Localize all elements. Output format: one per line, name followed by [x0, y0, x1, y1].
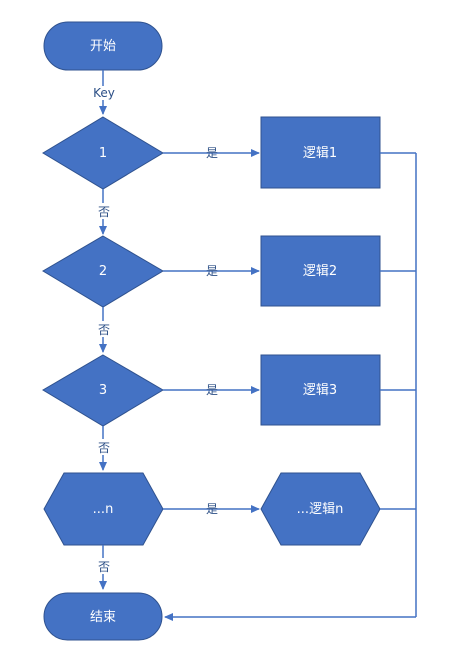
start-label: 开始 [90, 39, 116, 54]
edge-decision-1-yes: 是 [163, 146, 260, 160]
end-label: 结束 [90, 610, 116, 625]
end-node: 结束 [43, 592, 163, 641]
decision-1-label: 1 [99, 146, 107, 161]
edge-decision-2-yes: 是 [163, 264, 260, 278]
key-label: Key [93, 86, 115, 100]
yes-label-n: 是 [206, 502, 218, 516]
start-node: 开始 [43, 21, 163, 71]
logic-n: ...逻辑n [260, 472, 381, 546]
yes-label-3: 是 [206, 383, 218, 397]
decision-n: ...n [43, 472, 164, 546]
logic-n-label: ...逻辑n [297, 502, 344, 517]
logic-2-label: 逻辑2 [303, 264, 337, 279]
edge-decision-2-no: 否 [98, 307, 110, 353]
decision-3-label: 3 [99, 383, 107, 398]
edge-decision-n-no: 否 [98, 545, 110, 590]
logic-2: 逻辑2 [260, 235, 381, 307]
logic-1: 逻辑1 [260, 116, 381, 189]
no-label-n: 否 [98, 560, 110, 574]
decision-n-label: ...n [93, 502, 114, 517]
logic-3: 逻辑3 [260, 354, 381, 426]
decision-2-label: 2 [99, 264, 107, 279]
decision-2: 2 [42, 235, 164, 308]
decision-3: 3 [42, 354, 164, 427]
no-label-2: 否 [98, 323, 110, 337]
merge-connector [164, 152, 417, 621]
edge-decision-3-yes: 是 [163, 383, 260, 397]
yes-label-2: 是 [206, 264, 218, 278]
no-label-3: 否 [98, 441, 110, 455]
logic-1-label: 逻辑1 [303, 146, 337, 161]
no-label-1: 否 [98, 205, 110, 219]
logic-3-label: 逻辑3 [303, 383, 337, 398]
yes-label-1: 是 [206, 146, 218, 160]
edge-decision-n-yes: 是 [163, 502, 260, 516]
decision-1: 1 [42, 116, 164, 190]
edge-decision-1-no: 否 [98, 189, 110, 235]
edge-decision-3-no: 否 [98, 426, 110, 471]
edge-start-to-decision-1: Key [93, 70, 115, 115]
